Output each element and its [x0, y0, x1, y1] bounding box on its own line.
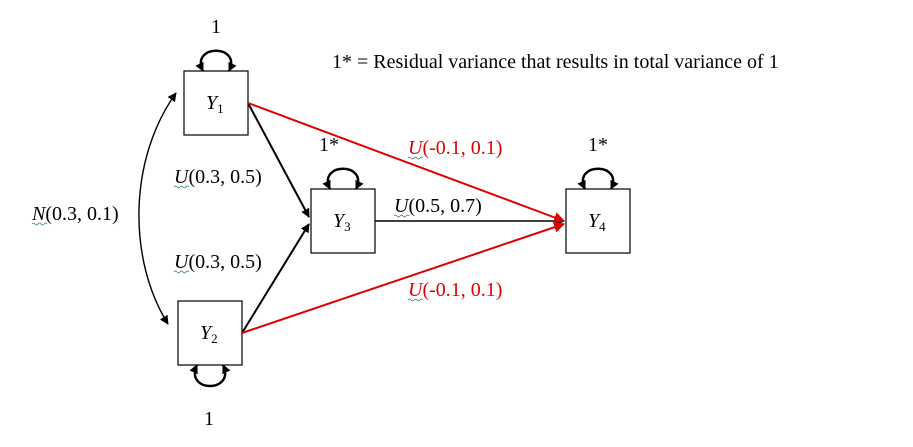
node-y2-label: Y2 [200, 322, 218, 346]
variance-label-y2: 1 [204, 408, 214, 430]
path-arrow-y2-y3 [241, 223, 310, 334]
residual-variance-note: 1* = Residual variance that results in t… [332, 51, 779, 73]
spellcheck-underline [393, 214, 410, 218]
variance-label-y3: 1* [319, 134, 339, 156]
label-y1-y3: U(0.3, 0.5) [174, 166, 262, 188]
label-y2-y4: U(-0.1, 0.1) [408, 279, 502, 301]
node-y1-box [183, 70, 249, 136]
label-y3-y4: U(0.5, 0.7) [394, 195, 482, 217]
path-arrow-y1-y4 [247, 102, 566, 223]
label-y1-y2-cov: N(0.3, 0.1) [31, 203, 119, 225]
spellcheck-underline [31, 222, 48, 226]
node-y4-box [565, 188, 631, 254]
variance-loop-y2 [189, 364, 231, 388]
variance-loop-y3 [322, 167, 364, 190]
node-y1-label: Y1 [206, 92, 224, 116]
variance-loop-y1 [195, 49, 237, 72]
variance-loop-y4 [577, 167, 619, 190]
variance-label-y4: 1* [588, 134, 608, 156]
spellcheck-underline [407, 156, 424, 160]
path-arrow-y2-y4 [241, 221, 566, 334]
node-y4-label: Y4 [588, 210, 606, 234]
node-y3-label: Y3 [333, 210, 351, 234]
node-y2-box [177, 300, 243, 366]
spellcheck-underline [173, 270, 190, 274]
path-arrow-y1-y3 [247, 102, 310, 218]
covariance-arrow-y1-y2 [138, 92, 177, 325]
variance-label-y1: 1 [211, 16, 221, 38]
label-y2-y3: U(0.3, 0.5) [174, 251, 262, 273]
spellcheck-underline [407, 298, 424, 302]
spellcheck-underline [173, 185, 190, 189]
label-y1-y4: U(-0.1, 0.1) [408, 137, 502, 159]
